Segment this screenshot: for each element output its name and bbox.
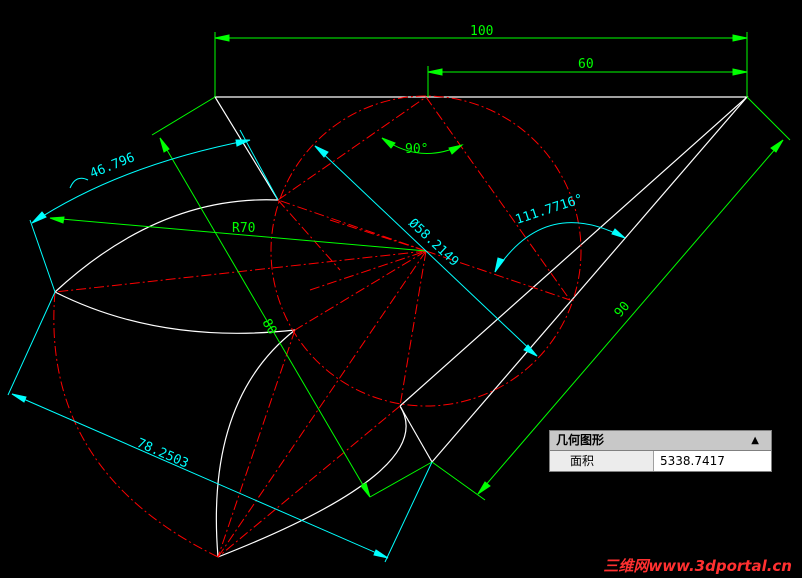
- arrow-90-top: [770, 139, 784, 153]
- arrow-90-right: [448, 144, 464, 155]
- chord-5: [277, 199, 341, 271]
- collapse-icon[interactable]: ▲: [751, 435, 759, 446]
- ray-1: [54, 250, 427, 293]
- ray-3: [294, 250, 427, 331]
- bottom-edge: [399, 405, 433, 463]
- ext-46-left: [29, 219, 56, 293]
- dimline-r70: [49, 217, 427, 252]
- arrow-78-left: [11, 393, 27, 403]
- arc-111: [494, 222, 626, 273]
- dim-text-diameter: Ø58.2149: [405, 216, 461, 270]
- arrow-60-right: [732, 68, 748, 76]
- construction-circle: [270, 95, 582, 407]
- arrow-90-bottom: [477, 481, 491, 495]
- dimline-90: [477, 139, 784, 495]
- arrow-46-left: [31, 211, 47, 224]
- area-row: 面积 5338.7417: [550, 451, 771, 471]
- chord-3: [217, 329, 296, 558]
- ext-90-top: [746, 96, 791, 141]
- dim-text-90-angle: 90°: [405, 142, 428, 157]
- ray-5: [399, 250, 427, 407]
- arrow-46-right: [235, 139, 251, 147]
- arc-symbol: [69, 177, 89, 189]
- left-petal-arc: [215, 329, 296, 558]
- arrow-diameter-top: [314, 145, 329, 158]
- ext-80-top: [151, 96, 216, 136]
- trapezoid-outline: [213, 96, 749, 407]
- dim-text-r70: R70: [232, 221, 255, 236]
- geometry: [54, 96, 749, 558]
- arrow-78-right: [373, 549, 389, 559]
- ray-4: [217, 250, 427, 558]
- big-arc: [53, 291, 219, 558]
- arrow-111-right: [611, 228, 626, 239]
- arrow-60-left: [427, 68, 443, 76]
- ext-78-left: [7, 291, 56, 396]
- dim-text-80: 80: [259, 316, 280, 337]
- right-edge: [431, 96, 748, 463]
- arrow-111-left: [494, 257, 505, 273]
- upper-lens-arc: [54, 199, 279, 293]
- chord-1: [277, 96, 427, 201]
- dimline-80: [159, 137, 371, 498]
- ext-78-right: [384, 461, 433, 563]
- chord-6: [329, 219, 427, 252]
- ray-2: [277, 199, 427, 252]
- dim-text-78: 78.2503: [134, 436, 190, 472]
- dimline-78: [11, 393, 389, 559]
- lower-lens-arc: [54, 291, 296, 334]
- construction: [53, 95, 582, 558]
- properties-panel: 几何图形 ▲ 面积 5338.7417: [549, 430, 772, 472]
- arrow-r70: [49, 216, 65, 224]
- chord-2: [425, 96, 571, 301]
- green-dimensions: [49, 32, 791, 501]
- properties-title: 几何图形: [556, 433, 605, 447]
- ext-80-bottom: [369, 461, 433, 498]
- area-label: 面积: [550, 451, 654, 471]
- ext-90-bottom: [431, 461, 486, 501]
- cyan-dimensions: [7, 129, 626, 563]
- chord-7: [309, 250, 427, 291]
- dimline-diameter: [314, 145, 538, 357]
- dim-text-100: 100: [470, 24, 493, 39]
- properties-header[interactable]: 几何图形 ▲: [550, 431, 771, 451]
- arrow-80-bottom: [360, 482, 371, 498]
- arrow-100-left: [214, 34, 230, 42]
- dim-text-60: 60: [578, 57, 594, 72]
- dim-text-46: 46.796: [88, 150, 137, 182]
- area-value[interactable]: 5338.7417: [654, 451, 771, 471]
- arrow-80-top: [159, 137, 170, 153]
- arrow-100-right: [732, 34, 748, 42]
- arrow-diameter-bottom: [523, 344, 538, 357]
- ray-6: [425, 250, 571, 301]
- dimension-texts: 100 60 90° R70 80 90 46.796 Ø58.2149 111…: [88, 24, 633, 472]
- site-watermark: 三维网www.3dportal.cn: [603, 557, 792, 575]
- arc-46: [31, 139, 251, 224]
- right-petal-arc: [217, 405, 407, 558]
- chord-4: [217, 405, 401, 558]
- arrow-90-left: [381, 137, 396, 149]
